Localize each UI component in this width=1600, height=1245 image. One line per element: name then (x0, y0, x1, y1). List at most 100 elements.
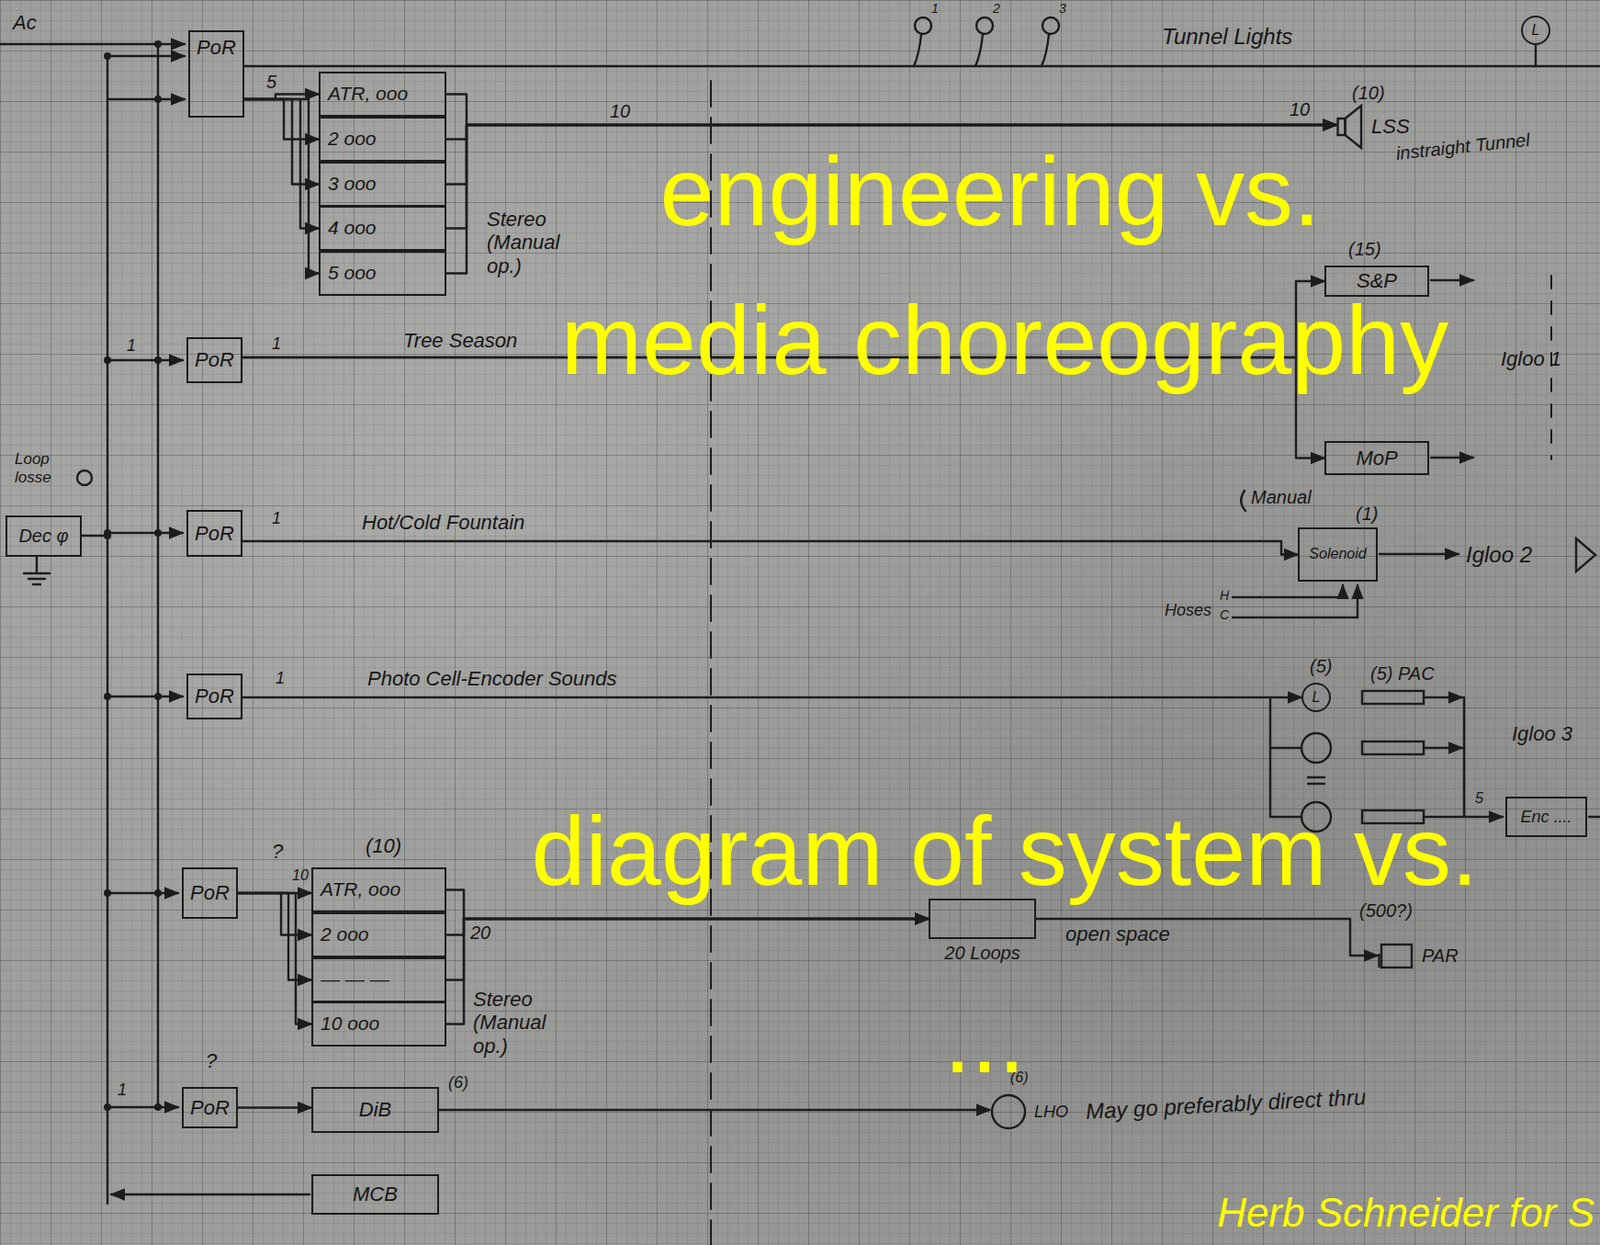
loop-box-outline (928, 898, 1037, 939)
junction-dot (154, 692, 162, 700)
component-box: PoR (181, 1086, 238, 1128)
igloo-symbol (1576, 538, 1596, 572)
hose-line (1232, 585, 1343, 598)
component-box: PoR (186, 673, 243, 720)
speaker-symbol (1336, 102, 1364, 151)
loop-box: 20 Loops (928, 898, 1037, 964)
node-text: ATR, ooo (327, 82, 408, 105)
junction-dot (103, 889, 112, 897)
junction-dot (154, 95, 162, 103)
overlay-heading: media choreography (561, 286, 1449, 395)
lamp-circle: L (1301, 682, 1331, 712)
component-box: PoR (181, 867, 238, 919)
pac-line (1423, 746, 1463, 749)
junction-dot (103, 52, 112, 60)
feed-line (107, 531, 183, 534)
tape-deck-row: ATR, ooo (311, 867, 447, 913)
handwritten-note: (6) (448, 1072, 469, 1093)
bulb-stem (1041, 33, 1049, 67)
handwritten-note: C (1219, 607, 1229, 622)
node-text: 2 ooo (327, 127, 377, 150)
tape-deck-row: 3 ooo (318, 161, 447, 207)
wire-connector (446, 918, 929, 981)
feed-line (107, 695, 183, 698)
wire-connector (237, 892, 312, 936)
node-text: PoR (190, 1095, 230, 1119)
node-text: PoR (190, 880, 230, 904)
wire-connector (242, 696, 1302, 699)
wire-connector (244, 45, 1536, 67)
handwritten-note: 1 (271, 334, 282, 354)
junction-dot (154, 889, 162, 897)
wire-connector (244, 99, 319, 274)
par-mount (1377, 953, 1380, 968)
bus-line (157, 44, 159, 1107)
node-text: PoR (196, 35, 237, 59)
wire-connector (446, 124, 1337, 274)
tape-deck-row: 4 ooo (318, 205, 447, 251)
credit-line: Herb Schneider for S (1216, 1190, 1595, 1235)
bulb-symbol (976, 17, 993, 34)
node-text: LSS (1371, 114, 1410, 138)
handwritten-note: (10) (1352, 82, 1386, 104)
bus-line (106, 56, 109, 1204)
handwritten-note: instraight Tunnel (1395, 129, 1532, 165)
junction-dot (103, 356, 112, 364)
handwritten-note: Hoses (1164, 600, 1212, 620)
node-text: L (1532, 22, 1541, 39)
component-box: Solenoid (1297, 527, 1378, 582)
wiring (0, 17, 1600, 1245)
wire-label: 10 (609, 101, 631, 123)
node-text: L (1312, 688, 1321, 706)
handwritten-note: ? (205, 1048, 217, 1072)
wire-label: 5 (266, 71, 277, 93)
handwritten-note: Ac (12, 11, 37, 34)
node-text: Enc .... (1520, 807, 1572, 827)
lamp-circle (990, 1092, 1027, 1130)
return-line (111, 1193, 310, 1195)
icon-outline (991, 1094, 1026, 1128)
wire-connector (237, 892, 312, 981)
node-text: 4 ooo (327, 216, 377, 239)
handwritten-note: (10) (365, 833, 402, 857)
handwritten-note: 1 (275, 668, 285, 688)
handwritten-note: 1 (271, 508, 282, 529)
node-text: PoR (194, 521, 235, 545)
tunnel-line (1535, 65, 1600, 68)
icon-outline (1379, 944, 1413, 968)
pac-box (1362, 741, 1424, 755)
bulb-symbol (1042, 17, 1060, 34)
handwritten-note: (5) (1309, 655, 1332, 677)
feed-line (107, 1105, 179, 1108)
component-box: PoR (186, 337, 243, 384)
lamp-circle: LHO (990, 1092, 1069, 1130)
output-line (1588, 815, 1600, 818)
handwritten-note: Igloo 2 (1465, 541, 1533, 568)
handwritten-note: Igloo 3 (1511, 721, 1573, 745)
wire-label: Tree Season (403, 328, 518, 352)
node-text: PoR (194, 684, 235, 708)
handwritten-note: 1 (117, 1080, 127, 1100)
par-box (1381, 944, 1412, 968)
handwritten-note: Loop losse (14, 450, 79, 486)
speaker-cone (1345, 105, 1363, 148)
wire-connector (1036, 918, 1378, 956)
handwritten-note: Tunnel Lights (1161, 23, 1293, 50)
handwritten-note: May go preferably direct thru (1084, 1083, 1367, 1125)
handwritten-note: Manual (1250, 486, 1312, 508)
junction-dots (103, 40, 162, 1111)
overlay-heading: ... (944, 984, 1026, 1093)
handwritten-note: 3 (1059, 0, 1067, 16)
node-text: ATR, ooo (320, 878, 401, 901)
handwritten-note: ? (271, 839, 283, 863)
tape-deck-row: 2 ooo (311, 912, 447, 958)
wire-label: Photo Cell-Encoder Sounds (367, 666, 618, 690)
node-text: DiB (359, 1097, 392, 1121)
handwritten-note: (5) PAC (1370, 663, 1435, 685)
wire-label: 20 (470, 922, 491, 944)
lamp-circle: L (1521, 15, 1551, 46)
wire-connector (237, 1105, 312, 1108)
relay-box: PoR (188, 30, 245, 118)
manual-curve (1240, 490, 1246, 511)
